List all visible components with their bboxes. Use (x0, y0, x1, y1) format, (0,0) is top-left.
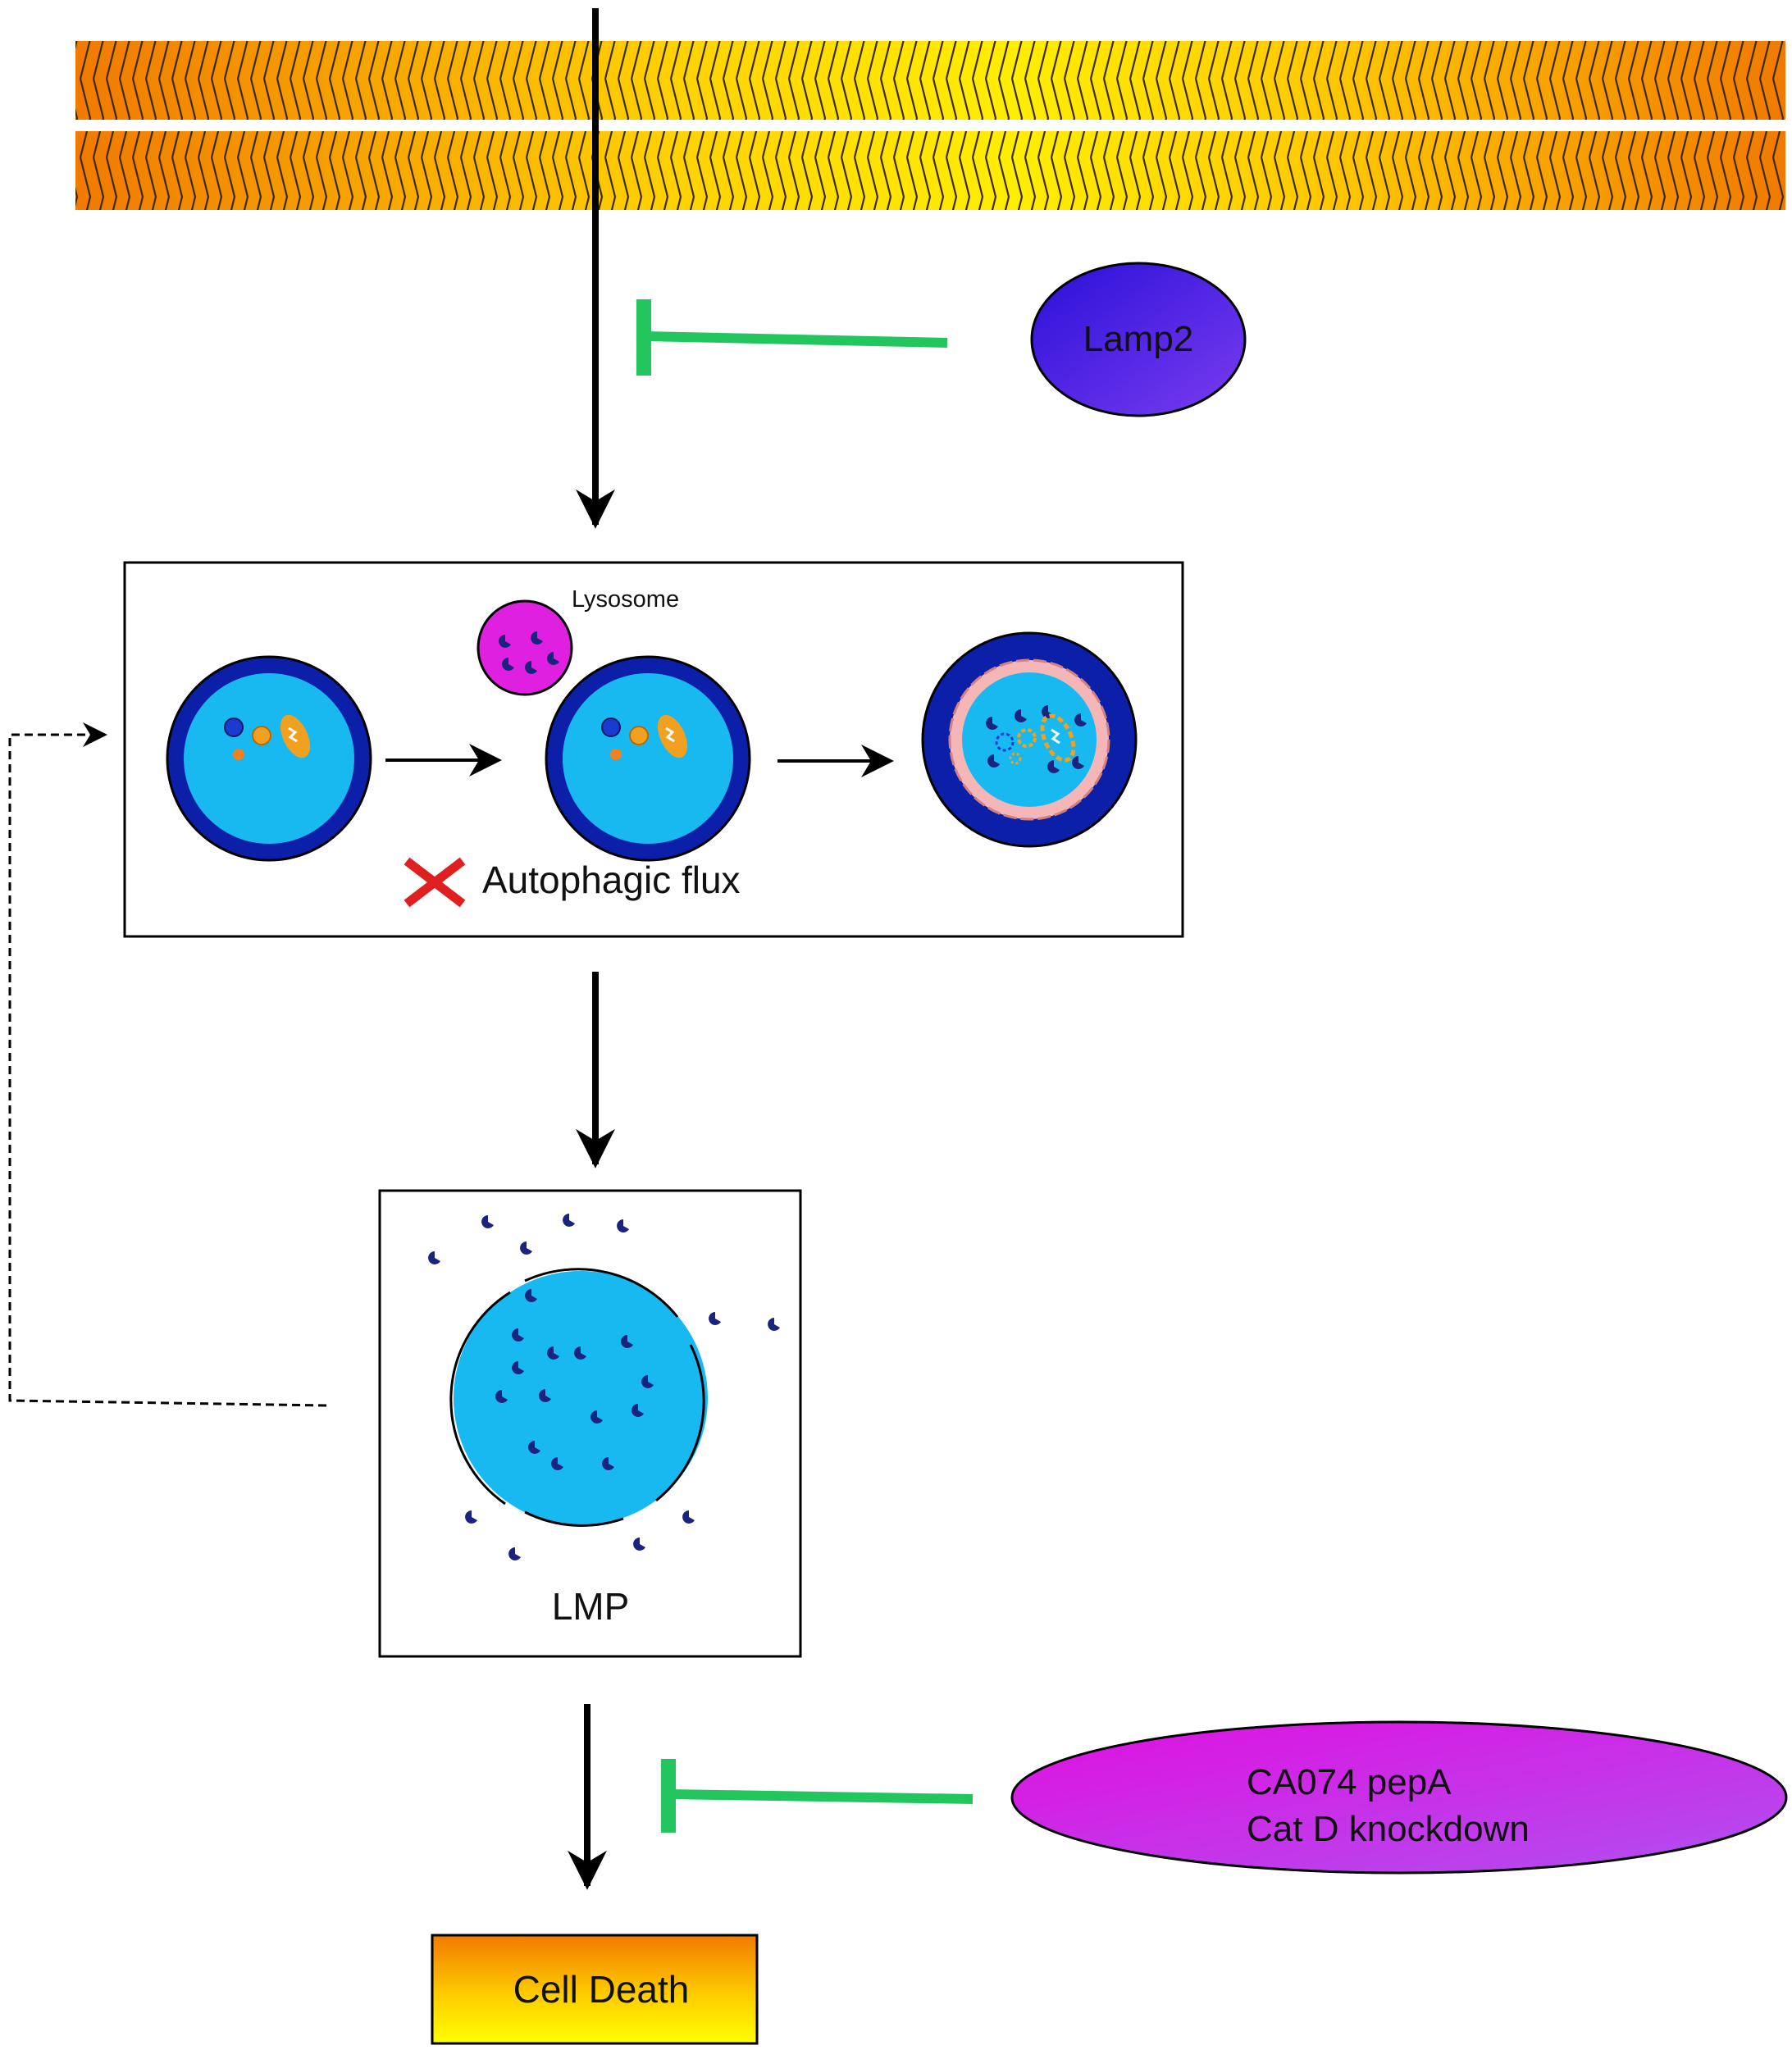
lysosome: Lysosome (476, 586, 679, 696)
inhibit-line-lamp2 (643, 331, 948, 348)
lmp-label: LMP (552, 1585, 630, 1628)
autophagosome (166, 655, 372, 862)
autolysosome (921, 631, 1138, 848)
lmp-panel: LMP (378, 1189, 802, 1658)
lamp2-node (1030, 262, 1247, 417)
autophagy-panel: Lysosome (123, 561, 1184, 938)
cathepsin-inhibition: CA074 pepA Cat D knockdown (661, 1720, 1788, 1875)
autophagosome-fusing (545, 655, 751, 862)
feedback-arrow (8, 722, 327, 1407)
cell-membrane (75, 41, 1785, 210)
lysosome-label: Lysosome (572, 586, 679, 613)
cell-death-node: Cell Death (431, 1934, 759, 2045)
cell-death-label: Cell Death (513, 1968, 690, 2011)
red-x-icon (404, 857, 466, 908)
inhibitor-label-line1: CA074 pepA (1247, 1762, 1452, 1802)
lamp2-inhibition: Lamp2 (636, 262, 1247, 417)
lamp2-label: Lamp2 (1083, 319, 1194, 359)
inhibitor-label-line2: Cat D knockdown (1247, 1809, 1530, 1849)
autophagic-flux-label: Autophagic flux (482, 859, 741, 901)
inhibitor-node (1010, 1720, 1788, 1875)
inhibit-line-cathepsin (668, 1789, 974, 1804)
